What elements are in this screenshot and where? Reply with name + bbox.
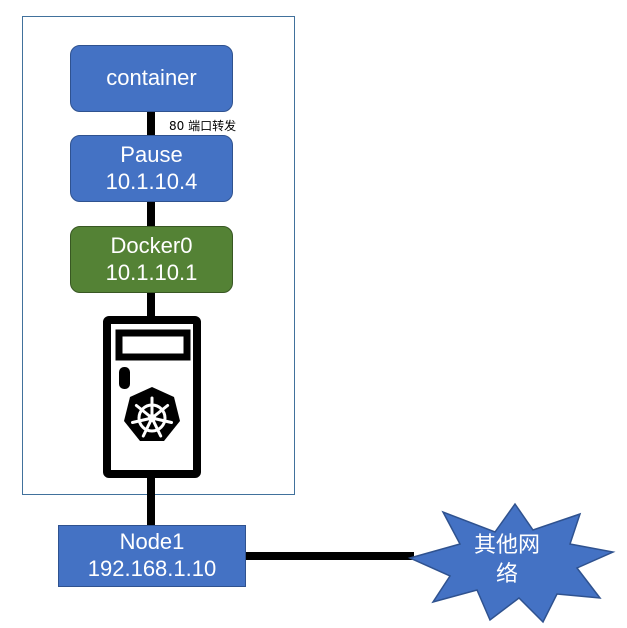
node1-ip: 192.168.1.10 <box>87 556 217 581</box>
docker0-box: Docker0 10.1.10.1 <box>70 226 233 293</box>
container-label: container <box>106 65 197 91</box>
external-network-label: 其他网 络 <box>458 532 556 589</box>
pause-name: Pause <box>120 141 183 167</box>
port-forward-label: 80 端口转发 <box>169 119 237 133</box>
connector-pause-docker <box>147 201 155 227</box>
connector-container-pause <box>147 111 155 136</box>
connector-node-network <box>246 552 414 560</box>
pod-frame <box>22 16 295 495</box>
docker0-name: Docker0 <box>110 232 193 258</box>
container-box: container <box>70 45 233 112</box>
connector-docker-server <box>147 292 155 318</box>
node1-box: Node1 192.168.1.10 <box>58 525 246 587</box>
external-network-line2: 络 <box>495 561 518 587</box>
external-network-line1: 其他网 <box>473 533 540 558</box>
network-burst-icon <box>407 502 616 624</box>
docker0-ip: 10.1.10.1 <box>105 259 198 285</box>
connector-server-node <box>147 476 155 526</box>
server-icon <box>103 316 201 478</box>
pause-box: Pause 10.1.10.4 <box>70 135 233 202</box>
kubernetes-helm-icon <box>124 387 180 441</box>
node1-name: Node1 <box>119 529 185 555</box>
pause-ip: 10.1.10.4 <box>105 168 198 194</box>
